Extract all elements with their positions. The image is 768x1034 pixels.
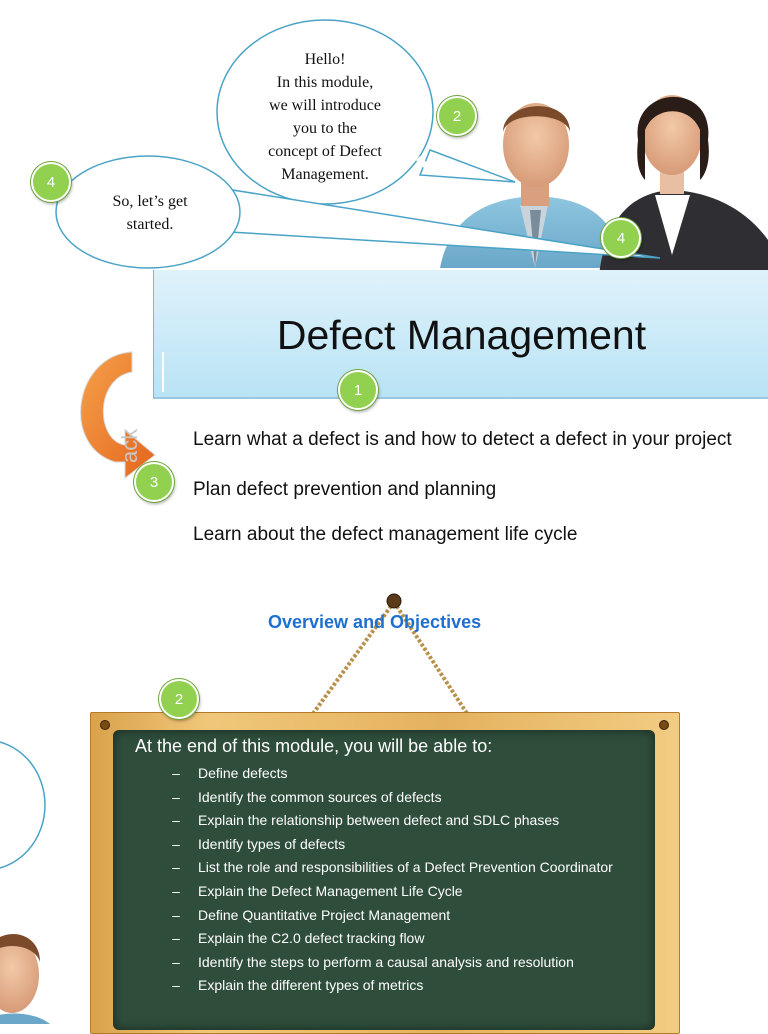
start-bubble-text: So, let’s get started.	[112, 193, 188, 233]
woman-illustration	[598, 95, 768, 286]
curved-arrow-icon: ack	[80, 351, 156, 480]
start-speech-bubble	[55, 155, 661, 269]
badge-bubble-left: 4	[31, 162, 71, 202]
objective-item: Explain the C2.0 defect tracking flow	[172, 927, 642, 951]
title-banner: Defect Management	[153, 270, 768, 399]
badge-man: 2	[437, 96, 477, 136]
objective-item: Define Quantitative Project Management	[172, 904, 642, 928]
objective-item: Identify types of defects	[172, 833, 642, 857]
bullet-item: Learn about the defect management life c…	[193, 524, 578, 545]
badge-board: 2	[159, 679, 199, 719]
badge-woman: 4	[601, 218, 641, 258]
bullet-item: Plan defect prevention and planning	[193, 479, 497, 500]
hanging-rope	[310, 593, 470, 717]
intro-bubble-text: Hello! In this module, we will introduce…	[268, 51, 382, 183]
badge-title: 1	[338, 370, 378, 410]
board-heading: At the end of this module, you will be a…	[135, 736, 493, 756]
objective-item: Explain the different types of metrics	[172, 974, 642, 998]
nail	[100, 720, 110, 730]
nail	[659, 720, 669, 730]
objective-item: List the role and responsibilities of a …	[172, 856, 642, 880]
bullet-item: Learn what a defect is and how to detect…	[193, 429, 732, 450]
objective-item: Identify the steps to perform a causal a…	[172, 951, 642, 975]
objective-item: Define defects	[172, 762, 642, 786]
page-title: Defect Management	[276, 312, 647, 358]
overview-heading: Overview and Objectives	[268, 612, 482, 632]
svg-text:ack: ack	[117, 428, 142, 463]
objective-item: Explain the Defect Management Life Cycle	[172, 880, 642, 904]
intro-speech-bubble	[216, 19, 516, 205]
partial-speech-bubble	[0, 741, 46, 869]
small-man-illustration	[0, 934, 50, 1024]
objectives-list: Define defects Identify the common sourc…	[172, 762, 642, 998]
badge-arrow: 3	[134, 462, 174, 502]
objective-item: Identify the common sources of defects	[172, 786, 642, 810]
objective-item: Explain the relationship between defect …	[172, 809, 642, 833]
